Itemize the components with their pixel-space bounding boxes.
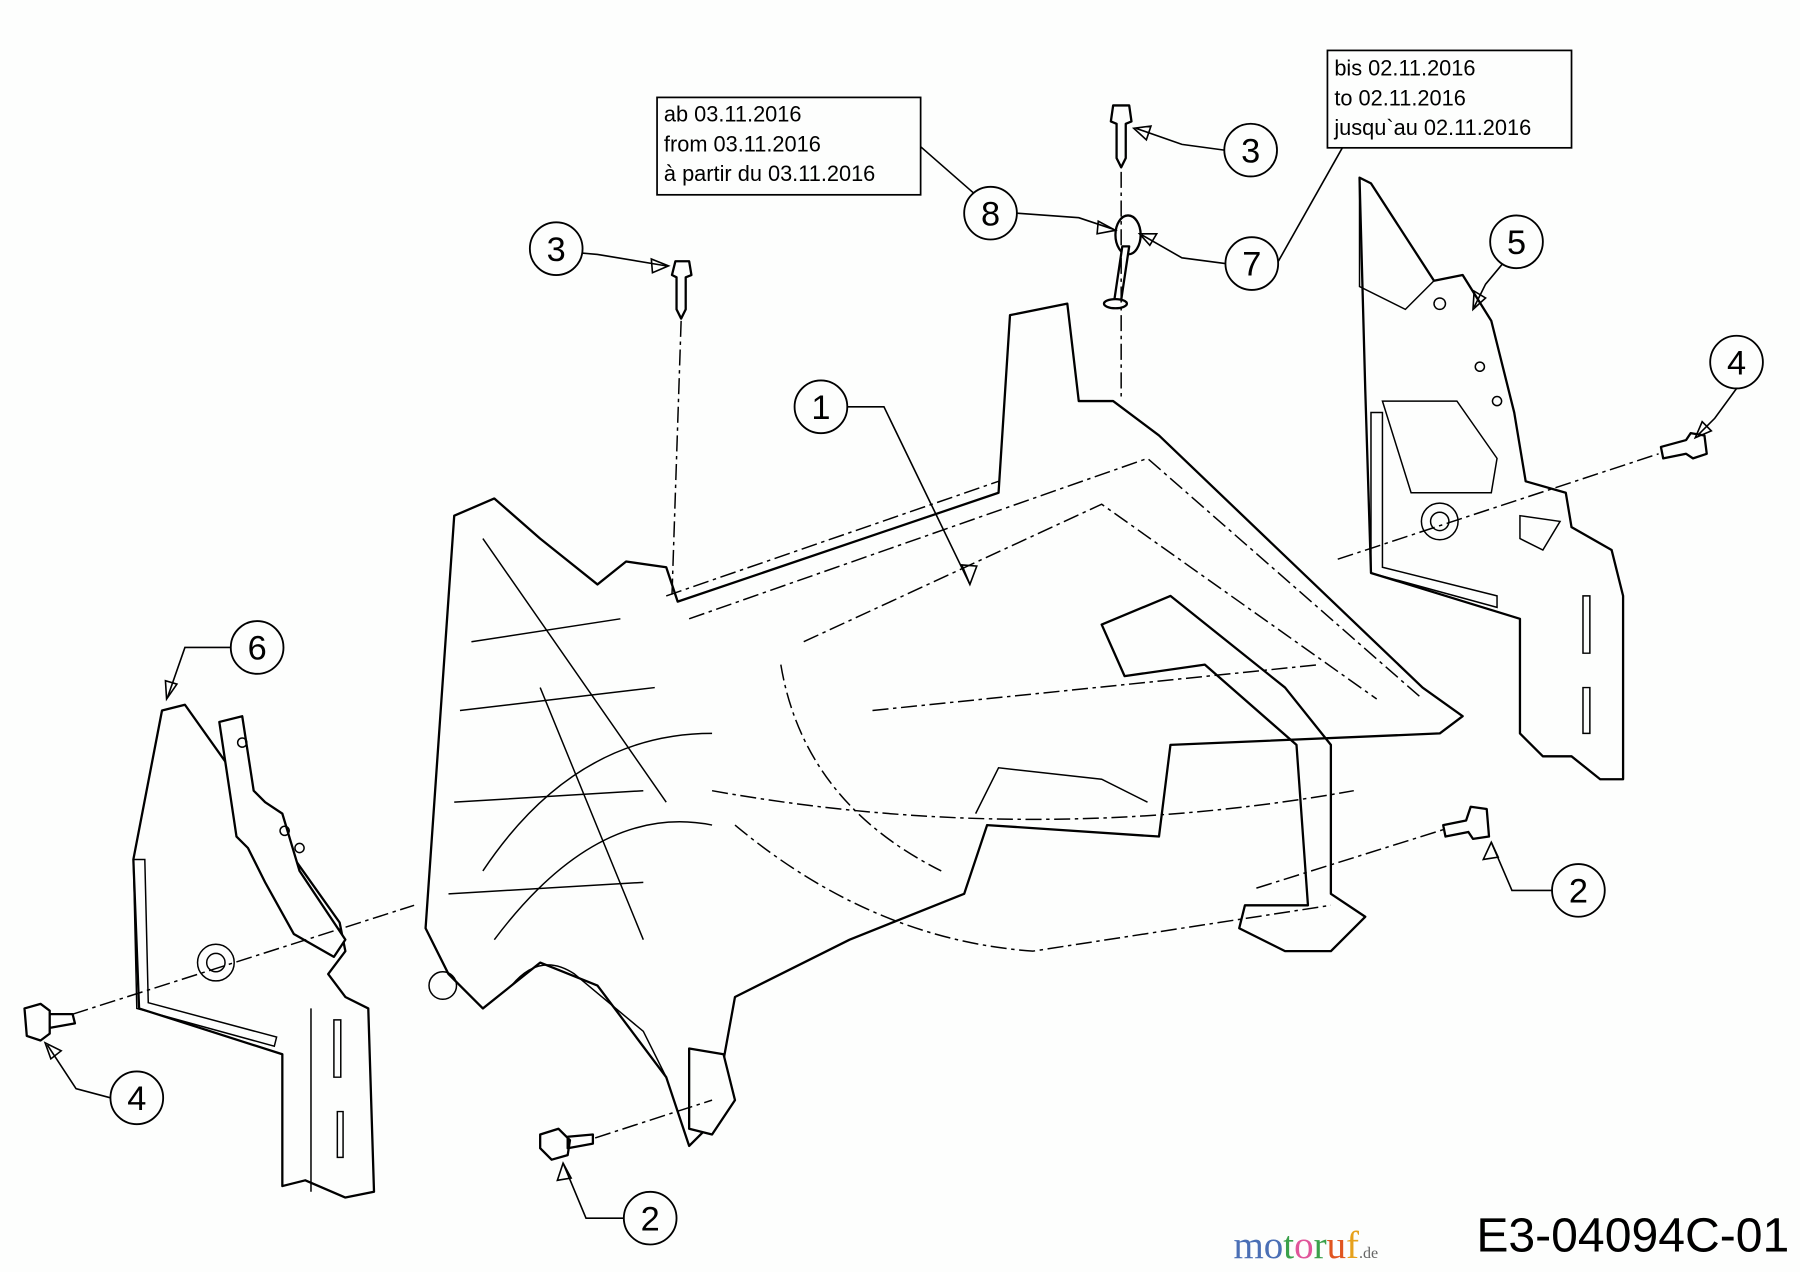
callout-3-left: 3 xyxy=(528,221,584,276)
motoruf-watermark-logo: motoruf.de xyxy=(1233,1224,1378,1267)
watermark-letter: o xyxy=(1294,1224,1313,1267)
callout-5: 5 xyxy=(1489,214,1544,270)
callout-4-right: 4 xyxy=(1709,334,1764,390)
callout-7: 7 xyxy=(1224,236,1280,291)
assembly-lines xyxy=(72,171,1659,1139)
left-bracket-part-6 xyxy=(132,703,376,1199)
callout-1: 1 xyxy=(793,379,849,435)
svg-text:2: 2 xyxy=(1569,873,1588,911)
callout-2-right: 2 xyxy=(1551,863,1606,918)
note-until-date: bis 02.11.2016 to 02.11.2016 jusqu`au 02… xyxy=(1326,49,1573,149)
svg-text:1: 1 xyxy=(811,389,830,427)
callout-6: 6 xyxy=(229,620,285,675)
watermark-suffix: .de xyxy=(1359,1245,1378,1262)
svg-text:8: 8 xyxy=(981,195,1000,233)
leader-lines xyxy=(43,125,1738,1219)
svg-text:3: 3 xyxy=(547,231,566,269)
svg-text:7: 7 xyxy=(1242,246,1261,284)
diagram-code: E3-04094C-01 xyxy=(1476,1208,1789,1262)
note-line: from 03.11.2016 xyxy=(664,131,821,156)
watermark-letter: t xyxy=(1283,1224,1294,1267)
housing-part-1 xyxy=(424,302,1464,1148)
watermark-letter: o xyxy=(1264,1224,1283,1267)
callout-3-top: 3 xyxy=(1223,122,1278,178)
watermark-letter: m xyxy=(1233,1224,1263,1267)
watermark-letter: f xyxy=(1346,1224,1359,1267)
watermark-letter: r xyxy=(1314,1224,1327,1267)
svg-text:4: 4 xyxy=(127,1080,146,1118)
svg-text:4: 4 xyxy=(1727,344,1746,382)
svg-text:6: 6 xyxy=(248,630,267,668)
note-line: jusqu`au 02.11.2016 xyxy=(1333,115,1531,140)
svg-text:2: 2 xyxy=(641,1200,660,1238)
watermark-letter: u xyxy=(1327,1224,1346,1267)
callout-4-left: 4 xyxy=(109,1070,165,1126)
note-line: à partir du 03.11.2016 xyxy=(664,161,875,186)
note-line: to 02.11.2016 xyxy=(1334,85,1466,110)
note-from-date: ab 03.11.2016 from 03.11.2016 à partir d… xyxy=(656,96,922,196)
right-bracket-part-5 xyxy=(1358,176,1625,781)
bolts xyxy=(23,104,1708,1161)
svg-text:5: 5 xyxy=(1507,224,1526,262)
note-line: ab 03.11.2016 xyxy=(664,101,802,126)
svg-text:3: 3 xyxy=(1241,132,1260,170)
callout-8: 8 xyxy=(963,185,1018,241)
callout-2-bottom: 2 xyxy=(622,1190,678,1246)
note-line: bis 02.11.2016 xyxy=(1334,56,1475,81)
